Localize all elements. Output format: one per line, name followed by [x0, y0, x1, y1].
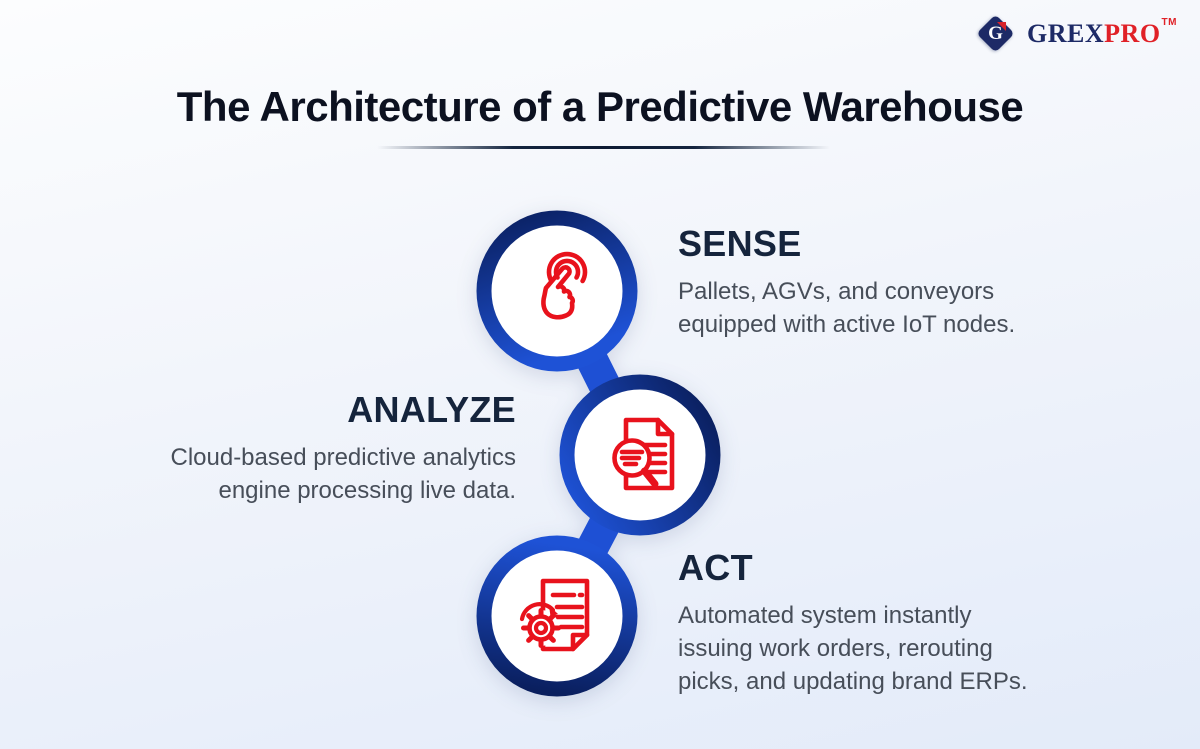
document-gear-icon [519, 578, 590, 652]
page-title: The Architecture of a Predictive Warehou… [176, 83, 1024, 130]
step-analyze-description: Cloud-based predictive analytics engine … [170, 443, 516, 504]
logo-trademark: TM [1161, 16, 1177, 28]
step-sense: SENSE Pallets, AGVs, and conveyors equip… [678, 224, 1015, 341]
step-analyze-title: ANALYZE [347, 389, 516, 430]
logo-text-accent: PRO [1104, 18, 1161, 48]
brand-logo: G GREXPROTM [976, 14, 1176, 53]
logo-text-primary: GREX [1027, 18, 1105, 48]
document-search-icon [612, 417, 675, 491]
step-act-title: ACT [678, 547, 753, 588]
touch-tap-icon [541, 251, 588, 320]
logo-wordmark: GREXPROTM [1027, 17, 1176, 48]
title-divider [377, 146, 830, 149]
sense-ring [476, 210, 638, 372]
step-sense-title: SENSE [678, 223, 802, 264]
step-sense-description: Pallets, AGVs, and conveyors equipped wi… [678, 277, 1016, 338]
step-act: ACT Automated system instantly issuing w… [678, 548, 1028, 698]
step-act-description: Automated system instantly issuing work … [678, 601, 1028, 695]
step-analyze: ANALYZE Cloud-based predictive analytics… [170, 390, 516, 507]
